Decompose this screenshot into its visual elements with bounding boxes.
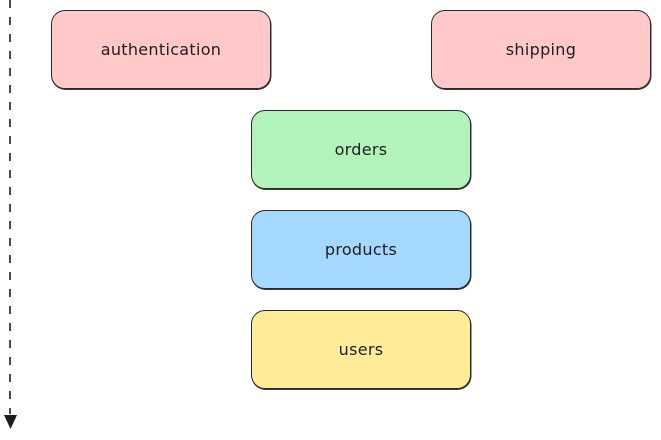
node-users[interactable]: users — [251, 310, 471, 389]
node-label: authentication — [100, 40, 222, 59]
node-authentication[interactable]: authentication — [51, 10, 271, 89]
node-orders[interactable]: orders — [251, 110, 471, 189]
node-label: shipping — [505, 40, 577, 59]
node-label: products — [324, 240, 398, 259]
node-label: users — [338, 340, 384, 359]
node-products[interactable]: products — [251, 210, 471, 289]
node-label: orders — [334, 140, 388, 159]
timeline-arrow — [4, 0, 17, 429]
node-shipping[interactable]: shipping — [431, 10, 651, 89]
arrowhead-icon — [4, 415, 17, 429]
